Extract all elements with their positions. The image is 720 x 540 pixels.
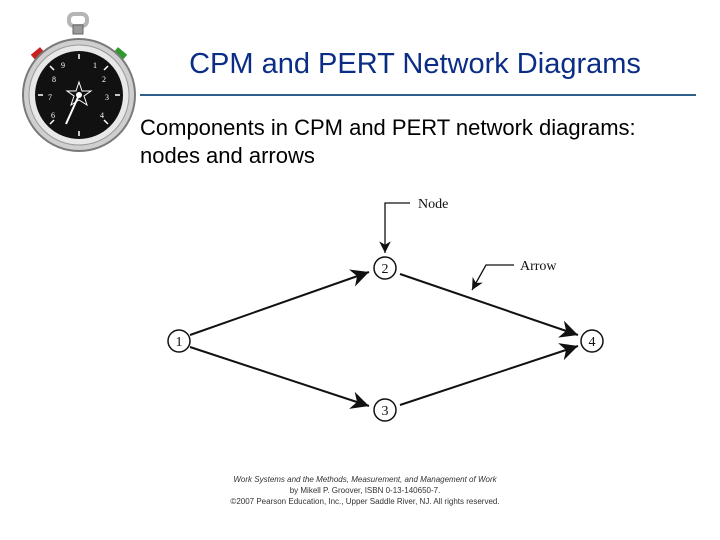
citation: Work Systems and the Methods, Measuremen… xyxy=(210,474,520,507)
svg-text:7: 7 xyxy=(48,93,52,102)
node-4: 4 xyxy=(580,329,604,353)
stopwatch-icon: 1 2 3 4 6 7 8 9 xyxy=(20,10,138,160)
node-1-label: 1 xyxy=(176,335,183,350)
svg-text:2: 2 xyxy=(102,75,106,84)
slide-title: CPM and PERT Network Diagrams xyxy=(189,48,641,80)
svg-text:1: 1 xyxy=(93,61,97,70)
arrow-2-4 xyxy=(399,273,579,338)
svg-text:3: 3 xyxy=(105,93,109,102)
arrow-3-4 xyxy=(399,343,579,406)
node-3: 3 xyxy=(373,398,397,422)
node-callout-label: Node xyxy=(418,197,448,212)
arrow-callout-label: Arrow xyxy=(520,259,557,274)
title-divider xyxy=(140,94,696,96)
arrow-1-2 xyxy=(189,269,370,336)
citation-line-2: by Mikell P. Groover, ISBN 0-13-140650-7… xyxy=(289,486,441,495)
network-diagram: 1 2 3 4 Node Arrow xyxy=(150,180,620,430)
svg-text:6: 6 xyxy=(51,111,55,120)
node-callout-leader xyxy=(379,202,410,253)
citation-line-3: ©2007 Pearson Education, Inc., Upper Sad… xyxy=(230,497,500,506)
citation-line-1: Work Systems and the Methods, Measuremen… xyxy=(233,475,497,484)
arrow-callout-leader xyxy=(471,264,514,291)
arrow-1-3 xyxy=(189,346,370,409)
slide-body-text: Components in CPM and PERT network diagr… xyxy=(140,115,636,168)
node-2: 2 xyxy=(373,256,397,280)
svg-text:8: 8 xyxy=(52,75,56,84)
svg-text:4: 4 xyxy=(100,111,104,120)
node-4-label: 4 xyxy=(589,335,596,350)
node-1: 1 xyxy=(167,329,191,353)
svg-text:9: 9 xyxy=(61,61,65,70)
node-3-label: 3 xyxy=(382,404,389,419)
node-2-label: 2 xyxy=(382,262,389,277)
